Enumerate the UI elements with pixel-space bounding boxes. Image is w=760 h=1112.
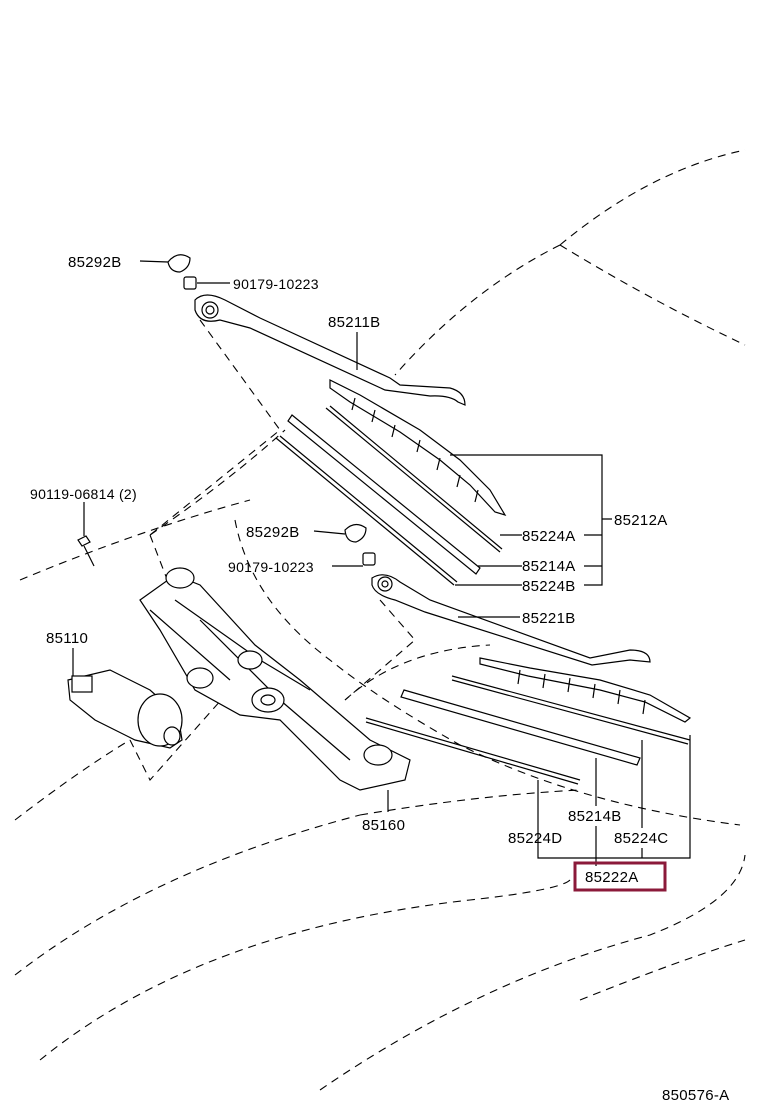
label-85160: 85160 — [362, 817, 405, 834]
label-85222a: 85222A — [585, 869, 639, 886]
wiper-arm-85211b — [194, 294, 466, 406]
label-90119: 90119-06814 (2) — [30, 486, 137, 502]
label-85292b-mid: 85292B — [246, 524, 300, 541]
wiper-arm-85221b — [371, 574, 651, 666]
label-85292b-top: 85292B — [68, 254, 122, 271]
label-85224c: 85224C — [614, 830, 668, 847]
body-outline — [14, 149, 746, 1091]
wiper-blade-85212a — [275, 379, 507, 586]
label-85110: 85110 — [46, 630, 88, 647]
label-85224d: 85224D — [508, 830, 562, 847]
label-85212a: 85212A — [614, 512, 668, 529]
diagram-id: 850576-A — [662, 1087, 729, 1104]
label-85214a: 85214A — [522, 558, 576, 575]
label-90179-top: 90179-10223 — [233, 276, 319, 292]
leader-lines — [72, 260, 691, 866]
label-90179-mid: 90179-10223 — [228, 559, 314, 575]
wiper-linkage-85160 — [139, 567, 411, 791]
wiper-motor-85110 — [67, 669, 183, 749]
label-85221b: 85221B — [522, 610, 576, 627]
wiper-blade-85222a — [365, 657, 692, 785]
highlight-box-85222a — [573, 861, 667, 892]
label-85224a: 85224A — [522, 528, 576, 545]
label-85224b: 85224B — [522, 578, 576, 595]
label-85211b: 85211B — [328, 314, 380, 331]
small-parts — [77, 254, 376, 567]
label-85214b: 85214B — [568, 808, 622, 825]
